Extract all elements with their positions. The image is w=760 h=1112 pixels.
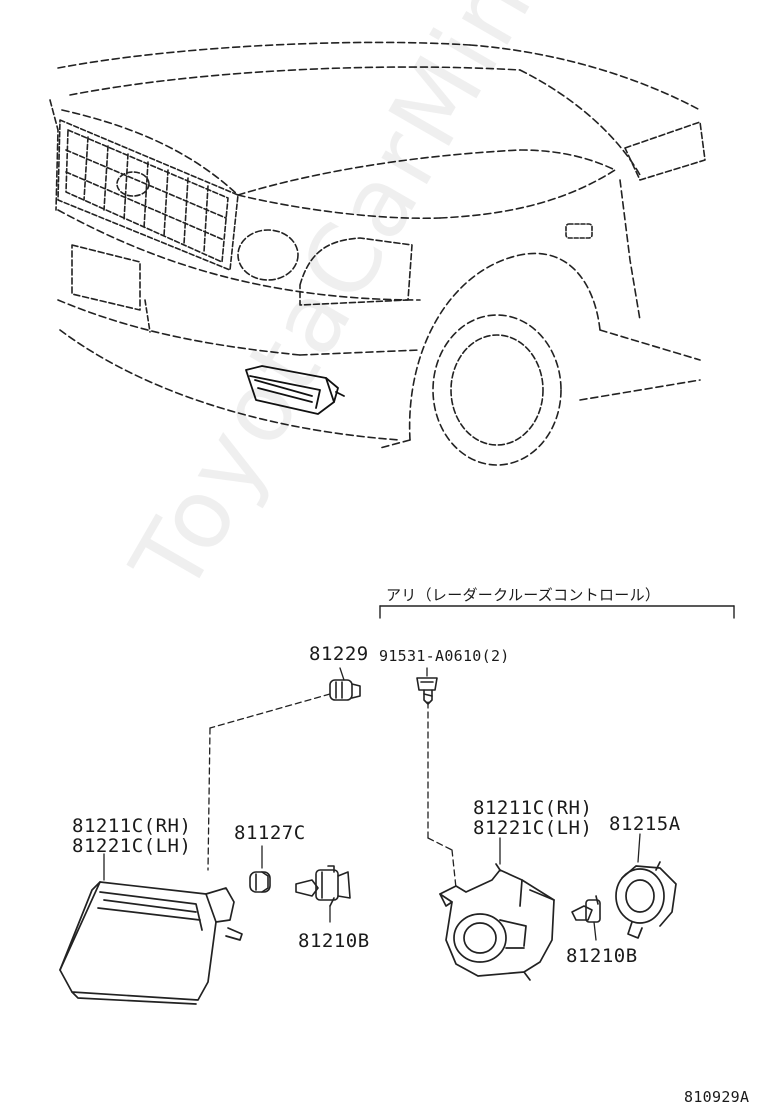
part-number-81211c-rh-left: 81211C(RH) (72, 815, 192, 837)
label-leaders (103, 667, 641, 941)
part-number-81210b-left: 81210B (298, 930, 370, 952)
part-number-81211c-rh-right: 81211C(RH) (473, 797, 593, 819)
part-91531-screw (416, 677, 438, 705)
car-front-illustration (49, 41, 706, 466)
option-bracket (379, 605, 735, 619)
part-fog-lamp-left (59, 881, 243, 1005)
part-81229-socket (329, 679, 361, 701)
fog-lamp-location (245, 365, 345, 415)
part-81210b-bulb-left (295, 865, 351, 907)
option-note-label: アリ（レーダークルーズコントロール） (386, 586, 661, 604)
part-81127c-grommet (249, 871, 271, 893)
part-number-81210b-right: 81210B (566, 945, 638, 967)
headlamp (237, 229, 299, 281)
part-number-81229: 81229 (309, 643, 369, 665)
part-number-81221c-lh-right: 81221C(LH) (473, 817, 593, 839)
leader-lines (207, 693, 457, 889)
part-number-81127c: 81127C (234, 822, 306, 844)
part-81215a-housing (615, 861, 677, 939)
part-81210b-bulb-right (571, 895, 601, 923)
part-number-81221c-lh-left: 81221C(LH) (72, 835, 192, 857)
grille (57, 119, 239, 271)
part-number-91531: 91531-A0610(2) (379, 647, 510, 665)
front-wheel (432, 314, 562, 466)
part-number-81215a: 81215A (609, 813, 681, 835)
part-fog-lamp-right (439, 863, 555, 981)
figure-id: 810929A (684, 1088, 750, 1106)
